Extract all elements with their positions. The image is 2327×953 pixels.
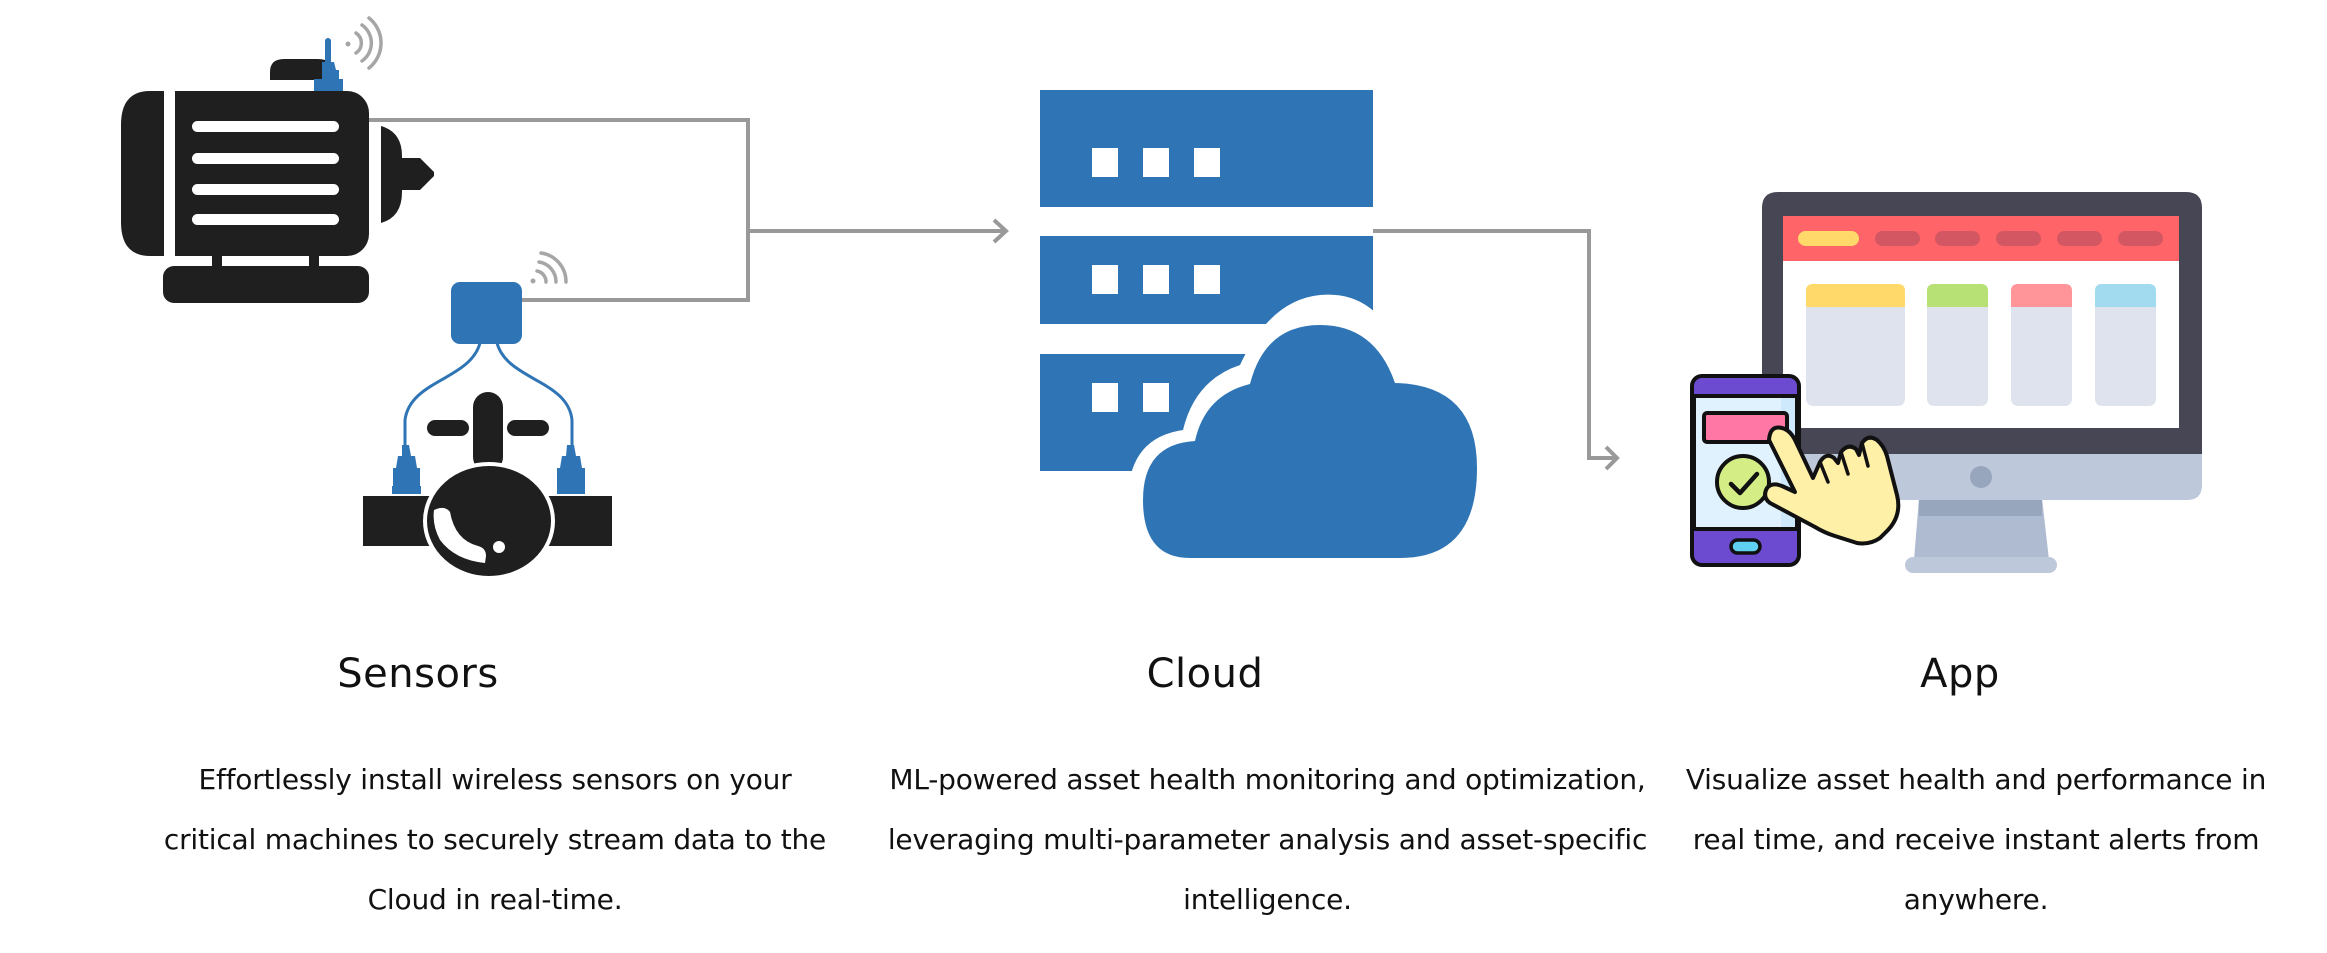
nav-pill: [1935, 231, 1980, 246]
server-leds: [1092, 148, 1220, 412]
section-title-app: App: [1920, 651, 2000, 697]
phone-home-button: [1729, 538, 1762, 555]
pointing-hand-icon: [1763, 425, 1901, 546]
wireless-signal-icon: [345, 16, 383, 70]
motor-rear-bell: [381, 126, 402, 223]
valve-handle: [427, 420, 469, 436]
section-title-cloud: Cloud: [1146, 651, 1264, 697]
connector-cloud-to-app: [1373, 229, 1620, 471]
motor-fin: [192, 121, 339, 132]
section-description-app: Visualize asset health and performance i…: [1685, 763, 2267, 916]
arrowhead-icon: [992, 218, 1009, 244]
cloud-icon: [1128, 294, 1488, 558]
valve-highlight: [433, 507, 486, 563]
valve-highlight-dot: [493, 541, 505, 553]
nav-pill: [2057, 231, 2102, 246]
section-title-sensors: Sensors: [337, 651, 499, 697]
architecture-diagram: [121, 16, 2202, 580]
motor-fin: [192, 184, 339, 195]
motor-fin: [192, 214, 339, 225]
nav-pill: [1875, 231, 1920, 246]
motor-foot: [212, 252, 222, 268]
motor-base: [163, 266, 369, 303]
section-description-cloud: ML-powered asset health monitoring and o…: [887, 763, 1648, 916]
electric-motor-icon: [121, 16, 434, 303]
dashboard-card: [2011, 284, 2072, 406]
valve-icon: [363, 251, 612, 580]
checkmark-icon: [1715, 454, 1771, 510]
nav-pill: [1996, 231, 2041, 246]
phone-banner: [1702, 411, 1789, 444]
valve-handle: [507, 420, 549, 436]
motor-fin: [192, 153, 339, 164]
connector-sensors-to-cloud: [369, 118, 1009, 302]
sensor-cable: [403, 342, 574, 450]
connector-motor-line: [369, 118, 750, 302]
dashboard-card: [1806, 284, 1905, 406]
nav-pill-active: [1798, 231, 1859, 246]
sensor-plug: [557, 445, 585, 494]
dashboard-card: [1927, 284, 1988, 406]
connector-cloud-line: [1373, 229, 1617, 460]
valve-stem: [473, 392, 503, 472]
motor-foot: [309, 252, 319, 268]
section-description-sensors: Effortlessly install wireless sensors on…: [163, 763, 827, 916]
wireless-signal-icon: [530, 251, 568, 284]
monitor-base: [1905, 557, 2057, 573]
motor-junction-box: [270, 59, 333, 80]
sensor-hub-icon: [451, 282, 522, 344]
sensor-plug: [392, 445, 421, 494]
power-button: [1970, 466, 1992, 488]
motor-shaft: [400, 158, 434, 190]
nav-pill: [2118, 231, 2163, 246]
desktop-monitor-icon: [1762, 192, 2202, 573]
arrowhead-icon: [1604, 445, 1620, 471]
vibration-sensor-icon: [314, 38, 343, 91]
dashboard-card: [2095, 284, 2156, 406]
motor-end-cap: [121, 91, 164, 256]
